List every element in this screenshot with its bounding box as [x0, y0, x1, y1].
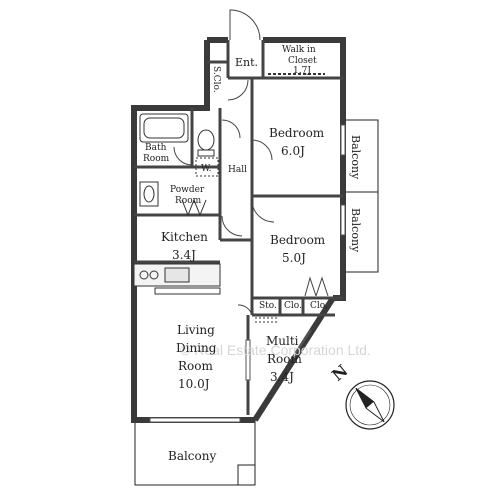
label-walk-in-closet-1: Walk in [282, 45, 316, 55]
compass-arrow-icon [355, 387, 385, 423]
room-labels: Ent. Walk in Closet 1.7J S.Clo. Bath Roo… [143, 45, 362, 463]
label-storage: Sto. [259, 301, 277, 311]
compass-north-label: N [328, 361, 351, 385]
door-swings [173, 9, 329, 316]
label-powder-room-2: Room [175, 196, 202, 206]
label-bedroom-2: Bedroom [270, 233, 326, 247]
compass: N [328, 361, 395, 430]
label-multi-room-2: Room [267, 352, 302, 366]
fixtures [133, 73, 325, 323]
label-balcony-side-1: Balcony [349, 135, 362, 180]
label-kitchen-size: 3.4J [172, 248, 196, 262]
label-bedroom-1-size: 6.0J [281, 144, 305, 158]
interior-walls [134, 40, 343, 415]
compass-ring [345, 380, 395, 430]
label-closet-2: Clo. [310, 301, 328, 311]
watermark: © Real Estate Corporation Ltd. [180, 342, 371, 358]
label-entrance: Ent. [235, 56, 258, 69]
label-washer: W. [201, 164, 212, 174]
label-bath-room-2: Room [143, 154, 170, 164]
label-closet-1: Clo. [284, 301, 302, 311]
label-multi-room-1: Multi [266, 334, 299, 348]
label-living-3: Room [178, 359, 213, 373]
label-walk-in-closet-2: Closet [288, 56, 317, 66]
label-kitchen: Kitchen [161, 230, 208, 244]
label-shoe-closet: S.Clo. [211, 66, 221, 93]
label-living-size: 10.0J [178, 377, 210, 391]
label-bath-room-1: Bath [145, 143, 167, 153]
label-walk-in-closet-size: 1.7J [293, 66, 311, 76]
label-multi-room-size: 3.4J [270, 370, 294, 384]
label-bedroom-1: Bedroom [269, 126, 325, 140]
label-hall: Hall [228, 165, 247, 175]
label-powder-room-1: Powder [170, 185, 205, 195]
label-balcony-main: Balcony [168, 449, 216, 463]
label-living-2: Dining [176, 341, 217, 355]
label-living-1: Living [177, 323, 215, 337]
label-balcony-side-2: Balcony [349, 208, 362, 253]
label-bedroom-2-size: 5.0J [282, 251, 306, 265]
windows [149, 124, 346, 423]
